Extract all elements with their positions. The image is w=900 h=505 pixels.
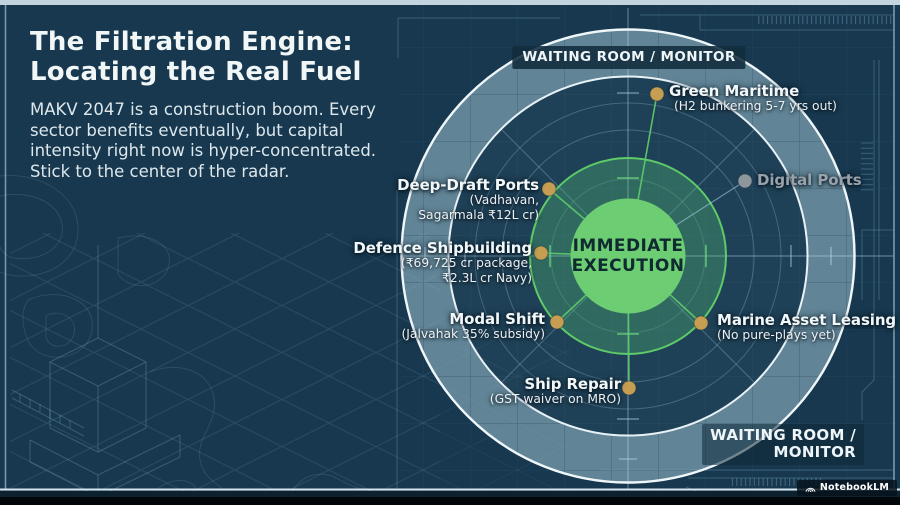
item-name: Green Maritime (669, 82, 800, 100)
radar-item-ship-repair: Ship Repair (GST waiver on MRO) (490, 376, 621, 407)
marker-modal-shift (549, 314, 565, 330)
intro-paragraph: MAKV 2047 is a construction boom. Every … (30, 100, 377, 181)
zone-label-waiting-room-bottom: WAITING ROOM / MONITOR (702, 424, 864, 465)
item-name: Modal Shift (449, 310, 545, 328)
radar-chart (400, 8, 893, 489)
item-name: Digital Ports (757, 171, 862, 189)
blueprint-widgets-decoration (396, 14, 893, 494)
item-detail: (No pure-plays yet) (717, 328, 836, 342)
radar-item-deep-draft-ports: Deep-Draft Ports (Vadhavan, Sagarmala ₹1… (397, 177, 539, 222)
item-detail: Sagarmala ₹12L cr) (418, 207, 539, 222)
radar-ring-4 (474, 102, 782, 410)
item-detail: ₹2.3L cr Navy) (442, 270, 532, 285)
item-detail: (H2 bunkering 5-7 yrs out) (674, 99, 837, 113)
immediate-zone-core (570, 198, 686, 314)
item-detail: (Vadhavan, (469, 193, 539, 207)
radar-item-defence-shipbuilding: Defence Shipbuilding (₹69,725 cr package… (353, 240, 532, 285)
radar-item-modal-shift: Modal Shift (Jalvahak 35% subsidy) (402, 311, 546, 342)
item-name: Defence Shipbuilding (353, 239, 532, 257)
radar-item-digital-ports: Digital Ports (757, 172, 862, 188)
item-name: Deep-Draft Ports (397, 176, 539, 194)
zone-bottom-line-2: MONITOR (773, 443, 856, 461)
notebooklm-logo-icon (805, 483, 816, 493)
item-detail: (Jalvahak 35% subsidy) (401, 327, 546, 341)
marker-defence-shipbuilding (533, 245, 549, 261)
isometric-grid-decoration (10, 233, 570, 492)
marker-marine-asset-leasing (693, 315, 709, 331)
item-markers (533, 86, 753, 396)
zone-label-immediate-execution: IMMEDIATE EXECUTION (572, 236, 685, 276)
marker-green-maritime (649, 86, 665, 102)
isometric-cube-decoration (11, 245, 181, 498)
item-name: Ship Repair (524, 375, 621, 393)
page-title: The Filtration Engine: Locating the Real… (30, 27, 362, 87)
radar-ring-inner-white (447, 75, 809, 437)
watermark-label: NotebookLM (819, 482, 889, 493)
marker-digital-ports (737, 173, 753, 189)
marker-ship-repair (621, 380, 637, 396)
item-detail: (₹69,725 cr package, (400, 256, 532, 270)
radar-item-green-maritime: Green Maritime (H2 bunkering 5-7 yrs out… (669, 83, 837, 114)
radar-ring-outer (400, 28, 856, 484)
item-detail: (GST waiver on MRO) (489, 392, 621, 406)
item-name: Marine Asset Leasing (717, 311, 897, 329)
notebooklm-watermark: NotebookLM (796, 480, 897, 496)
center-line-2: EXECUTION (571, 256, 685, 276)
center-line-1: IMMEDIATE (572, 236, 684, 256)
marker-deep-draft-ports (541, 181, 557, 197)
radar-diagonal-spokes (501, 129, 755, 383)
title-line-1: The Filtration Engine: (30, 27, 353, 57)
zone-bottom-line-1: WAITING ROOM / (710, 426, 856, 444)
radar-item-marine-asset-leasing: Marine Asset Leasing (No pure-plays yet) (717, 312, 896, 343)
zone-label-waiting-room-top: WAITING ROOM / MONITOR (512, 46, 746, 69)
title-line-2: Locating the Real Fuel (30, 57, 362, 87)
